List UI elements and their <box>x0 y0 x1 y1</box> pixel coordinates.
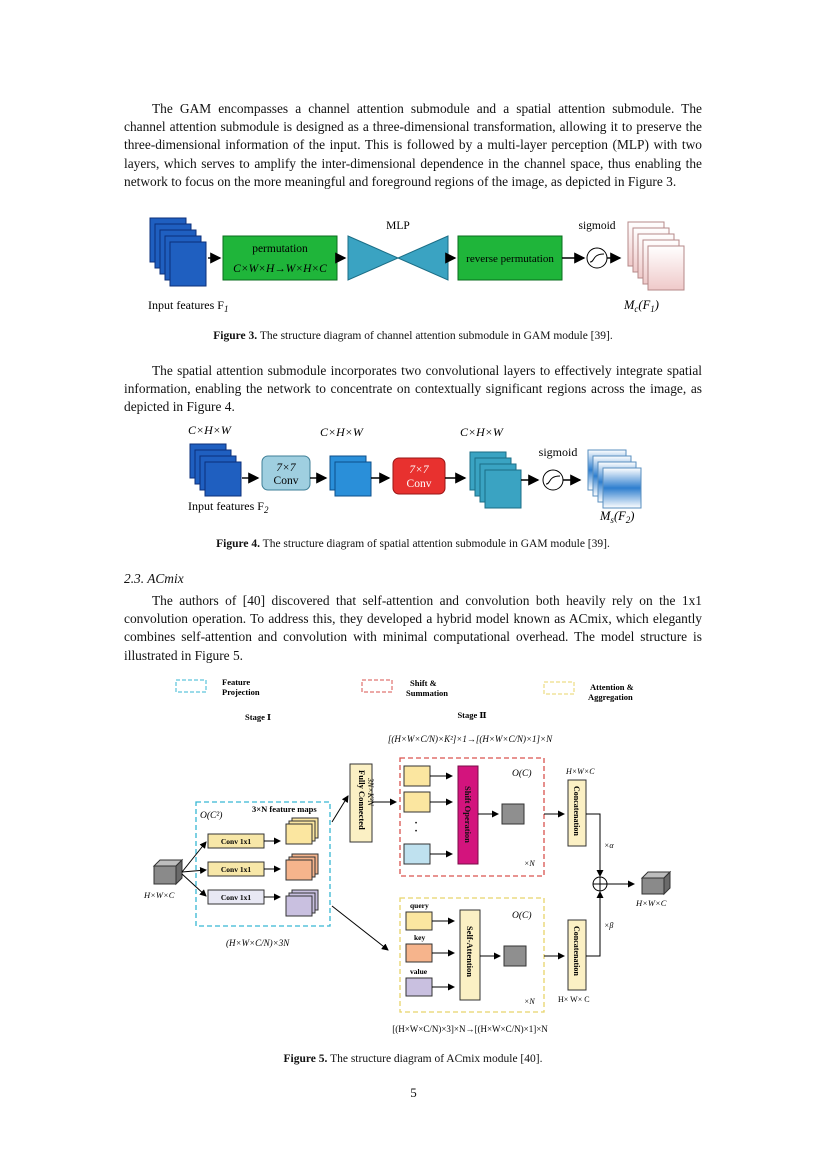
attention-aggregation-box <box>399 897 545 1013</box>
self-attention-box <box>459 909 481 1001</box>
paragraph-gam-intro: The GAM encompasses a channel attention … <box>124 101 702 189</box>
conv2-box <box>392 457 446 495</box>
concatenation-bottom <box>567 919 587 991</box>
reverse-permutation-label: reverse permutation <box>466 253 554 265</box>
svg-text:Feature: Feature <box>222 677 250 687</box>
figure-4-diagram: C×H×W 7×7 Conv C×H×W 7×7 Conv C×H×W s <box>188 423 642 525</box>
figure4-input-stack <box>189 443 242 497</box>
stage-2-label: Stage Ⅱ <box>457 710 486 720</box>
figure3-input-label: Input features F1 <box>148 298 228 314</box>
stage-1-label: Stage Ⅰ <box>245 712 271 722</box>
feature-maps-yellow <box>285 817 319 845</box>
svg-text:7×7: 7×7 <box>409 464 430 476</box>
fully-connected-box <box>349 763 373 843</box>
svg-text:Concatenation: Concatenation <box>572 926 581 976</box>
mlp-bowtie <box>347 235 449 281</box>
shift-summation-box <box>399 757 545 877</box>
figure4-dim-1: C×H×W <box>188 423 232 437</box>
bottom-formula: [(H×W×C/N)×3]×N→[(H×W×C/N)×1]×N <box>392 1024 548 1034</box>
figure4-output-label: Ms(F2) <box>599 509 634 525</box>
stage1-dim: (H×W×C/N)×3N <box>226 938 290 948</box>
svg-text:3N×K²N: 3N×K²N <box>366 777 375 806</box>
svg-text:·: · <box>414 818 417 829</box>
figure4-output-stack <box>587 449 642 509</box>
figure4-sigmoid-label: sigmoid <box>539 445 578 459</box>
permutation-label: permutation <box>252 243 308 255</box>
svg-text:O(C): O(C) <box>512 768 532 779</box>
conv-1x1-b: Conv 1x1 <box>221 865 251 874</box>
svg-text:Projection: Projection <box>222 687 260 697</box>
concatenation-top <box>567 779 587 847</box>
conv1-box <box>261 455 311 491</box>
feature-maps-purple <box>285 889 319 917</box>
feature-maps-orange <box>285 853 319 881</box>
svg-text:query: query <box>410 901 429 910</box>
output-feature-stack <box>627 221 685 291</box>
svg-text:Self-Attention: Self-Attention <box>465 926 475 977</box>
conv-1x1-a: Conv 1x1 <box>221 837 251 846</box>
figure-4-caption: Figure 4. The structure diagram of spati… <box>216 538 610 550</box>
svg-text:·: · <box>414 826 417 837</box>
figure-3-diagram: permutation C×W×H→W×H×C MLP reverse perm… <box>148 217 685 314</box>
output-dim-label: H×W×C <box>635 898 667 908</box>
mlp-label: MLP <box>386 220 410 232</box>
reverse-permutation-box <box>457 235 563 281</box>
conv-1x1-c: Conv 1x1 <box>221 893 251 902</box>
svg-text:H×W×C: H×W×C <box>565 767 595 776</box>
paragraph-spatial-attention: The spatial attention submodule incorpor… <box>124 363 702 415</box>
svg-text:Conv: Conv <box>407 478 432 490</box>
svg-text:O(C): O(C) <box>512 910 532 921</box>
svg-text:Summation: Summation <box>406 688 448 698</box>
figure3-output-label: Mc(F1) <box>623 298 659 314</box>
section-heading-acmix: 2.3. ACmix <box>124 571 184 586</box>
figure4-input-label: Input features F2 <box>188 499 269 515</box>
svg-text:Fully Connected: Fully Connected <box>357 770 367 830</box>
figure4-sigmoid-icon <box>542 469 564 491</box>
svg-text:×N: ×N <box>524 997 535 1006</box>
sigmoid-label: sigmoid <box>578 220 615 232</box>
figure-5-caption: Figure 5. The structure diagram of ACmix… <box>283 1053 543 1065</box>
sigmoid-icon <box>586 247 608 269</box>
svg-text:Shift &: Shift & <box>410 678 437 688</box>
svg-text:O(C²): O(C²) <box>200 810 222 821</box>
svg-text:H× W× C: H× W× C <box>558 995 590 1004</box>
svg-text:×β: ×β <box>604 921 613 930</box>
svg-text:Conv: Conv <box>274 475 299 487</box>
figure4-mid-map <box>329 455 372 497</box>
svg-text:Attention &: Attention & <box>590 682 634 692</box>
figure4-dim-3: C×H×W <box>460 425 504 439</box>
svg-text:Concatenation: Concatenation <box>572 786 581 836</box>
top-formula: [(H×W×C/N)×K²]×1→[(H×W×C/N)×1]×N <box>388 734 553 744</box>
input-cube <box>152 858 184 886</box>
figure4-dim-2: C×H×W <box>320 425 364 439</box>
svg-text:Aggregation: Aggregation <box>588 692 633 702</box>
svg-text:×N: ×N <box>524 859 535 868</box>
paragraph-acmix: The authors of [40] discovered that self… <box>124 593 702 663</box>
page-number: 5 <box>410 1085 417 1100</box>
permutation-formula: C×W×H→W×H×C <box>233 263 327 275</box>
figure4-output-pre-stack <box>469 451 522 509</box>
figure-5-diagram: Feature Projection Shift & Summation Att… <box>143 677 672 1034</box>
input-feature-stack <box>149 217 207 287</box>
output-cube <box>640 870 672 896</box>
svg-text:value: value <box>410 967 428 976</box>
shift-operation-box <box>457 765 479 865</box>
svg-text:Shift Operation: Shift Operation <box>463 786 473 843</box>
svg-text:key: key <box>414 933 426 942</box>
figure-3-caption: Figure 3. The structure diagram of chann… <box>213 330 613 342</box>
svg-text:3×N feature maps: 3×N feature maps <box>252 804 317 814</box>
input-dim-label: H×W×C <box>143 890 175 900</box>
feature-projection-box <box>195 801 331 927</box>
svg-text:×α: ×α <box>604 841 614 850</box>
svg-text:7×7: 7×7 <box>276 462 297 474</box>
